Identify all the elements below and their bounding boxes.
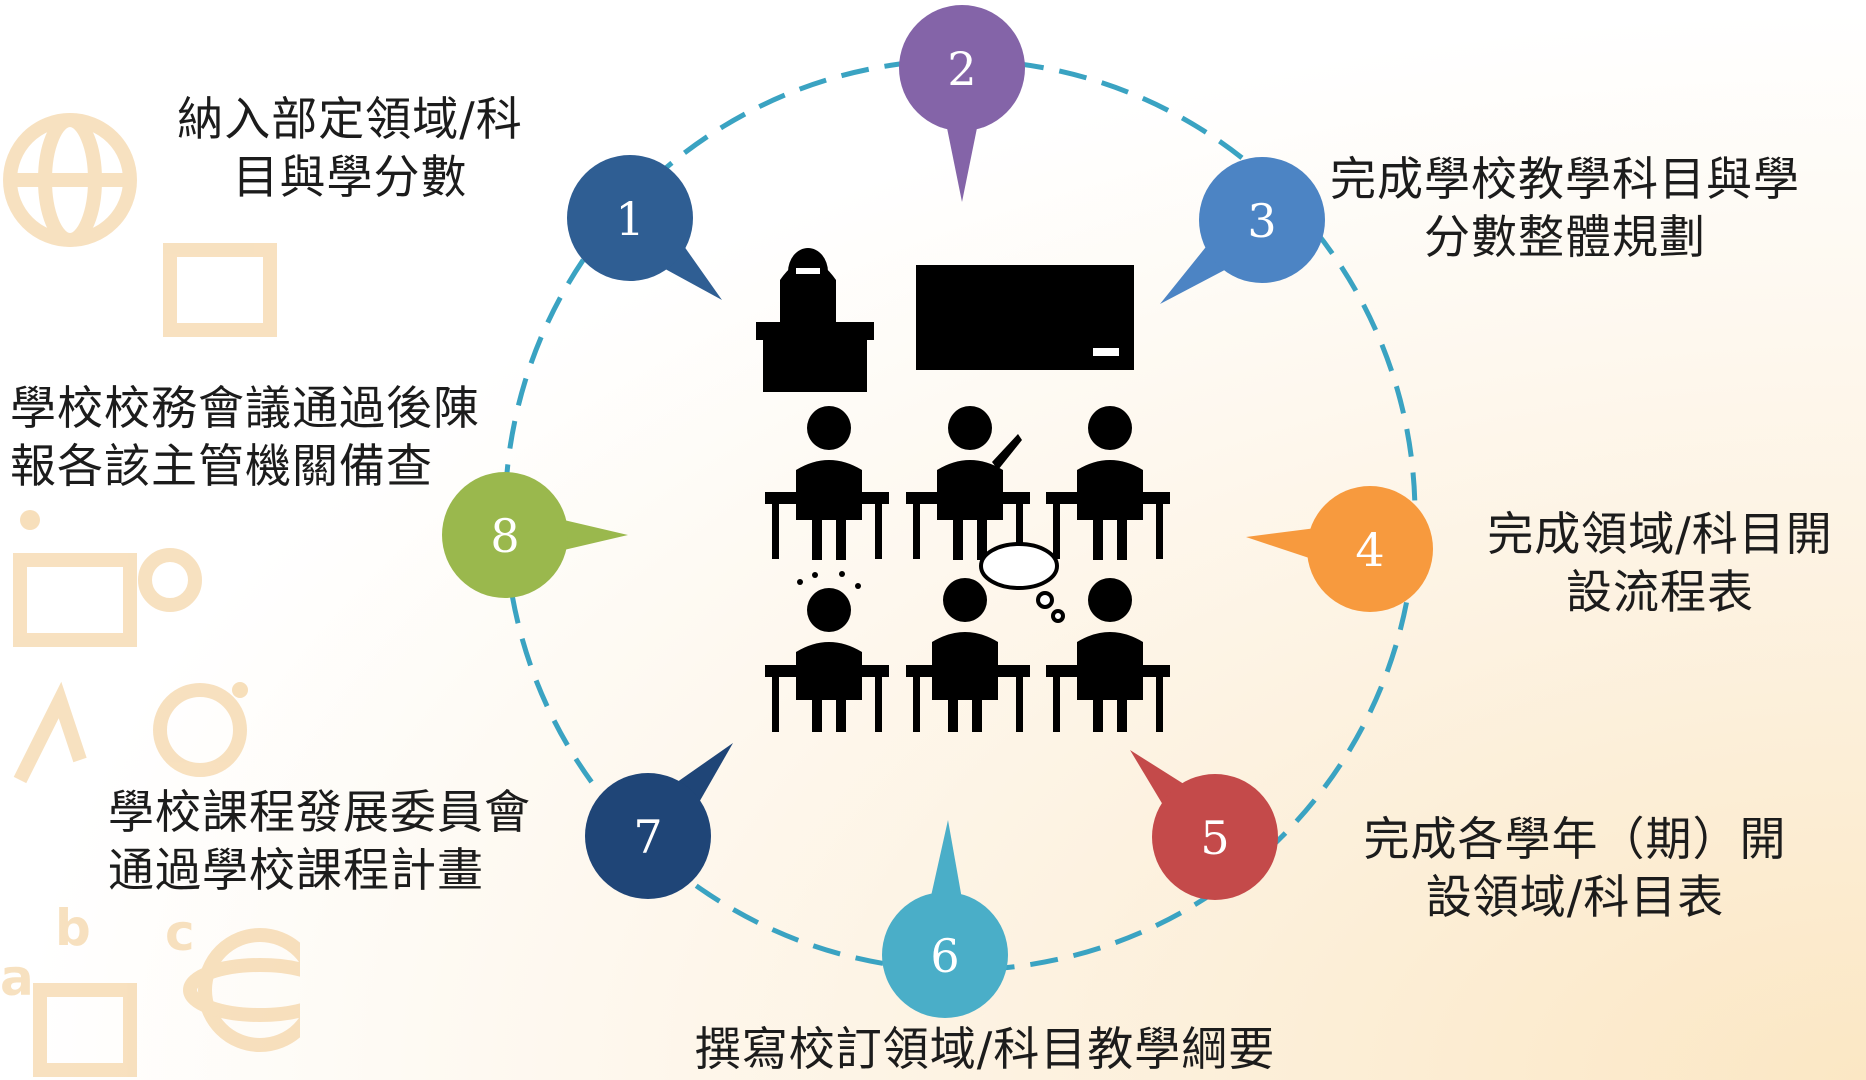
step-7-bubble: 7 bbox=[585, 743, 733, 899]
blackboard bbox=[916, 265, 1134, 370]
step-8-label-line-1: 學校校務會議通過後陳 bbox=[10, 381, 480, 435]
step-4-bubble-tail bbox=[1246, 527, 1322, 561]
step-5-circle bbox=[1152, 774, 1278, 900]
step-1-label: 納入部定領域/科 目與學分數 bbox=[140, 90, 560, 206]
decor-letter-a: a bbox=[0, 949, 34, 1007]
step-8-bubble: 8 bbox=[442, 472, 628, 598]
step-5-label-line-2: 設領域/科目表 bbox=[1425, 870, 1725, 924]
teacher-figure bbox=[756, 248, 874, 392]
step-7-circle bbox=[585, 773, 711, 899]
step-8-bubble-tail bbox=[555, 518, 628, 552]
step-bubbles: 1 2 3 4 5 6 7 8 bbox=[442, 5, 1433, 1018]
step-1-label-line-2: 目與學分數 bbox=[232, 150, 468, 204]
classroom-icon bbox=[756, 248, 1170, 732]
step-3-circle bbox=[1199, 157, 1325, 283]
step-5-number: 5 bbox=[1200, 811, 1229, 865]
step-8-number: 8 bbox=[490, 509, 519, 563]
decor-letter-b: b bbox=[55, 899, 91, 957]
step-6-number: 6 bbox=[930, 929, 959, 983]
step-4-circle bbox=[1307, 486, 1433, 612]
step-3-bubble: 3 bbox=[1160, 157, 1325, 304]
step-2-number: 2 bbox=[947, 42, 976, 96]
students-row-2 bbox=[765, 571, 1170, 732]
step-1-bubble: 1 bbox=[567, 155, 722, 300]
step-5-label: 完成各學年（期）開 設領域/科目表 bbox=[1325, 810, 1825, 926]
step-3-number: 3 bbox=[1247, 194, 1276, 248]
step-6-bubble: 6 bbox=[882, 820, 1008, 1018]
step-8-label-line-2: 報各該主管機關備查 bbox=[10, 439, 433, 493]
step-8-circle bbox=[442, 472, 568, 598]
step-8-label: 學校校務會議通過後陳 報各該主管機關備查 bbox=[10, 379, 510, 495]
step-6-bubble-tail bbox=[929, 820, 963, 905]
step-3-label-line-1: 完成學校教學科目與學 bbox=[1330, 152, 1800, 206]
step-6-circle bbox=[882, 892, 1008, 1018]
step-1-circle bbox=[567, 155, 693, 281]
step-5-bubble: 5 bbox=[1130, 750, 1278, 900]
step-4-bubble: 4 bbox=[1246, 486, 1433, 612]
step-7-label-line-2: 通過學校課程計畫 bbox=[108, 843, 484, 897]
step-4-label-line-2: 設流程表 bbox=[1566, 565, 1754, 619]
step-6-label: 撰寫校訂領域/科目教學綱要 bbox=[620, 1020, 1350, 1078]
step-1-label-line-1: 納入部定領域/科 bbox=[177, 92, 523, 146]
decor-letter-c: c bbox=[165, 904, 195, 962]
step-2-bubble-tail bbox=[945, 118, 979, 202]
thought-bubble bbox=[979, 542, 1065, 623]
background-education-doodles: b c a bbox=[0, 113, 300, 1077]
step-4-number: 4 bbox=[1355, 523, 1384, 577]
step-5-label-line-1: 完成各學年（期）開 bbox=[1363, 812, 1787, 866]
step-7-label-line-1: 學校課程發展委員會 bbox=[108, 785, 531, 839]
students-row-1 bbox=[765, 406, 1170, 560]
step-4-label: 完成領域/科目開 設流程表 bbox=[1460, 505, 1860, 621]
step-3-label-line-2: 分數整體規劃 bbox=[1424, 210, 1706, 264]
step-3-label: 完成學校教學科目與學 分數整體規劃 bbox=[1310, 150, 1820, 266]
step-7-number: 7 bbox=[633, 810, 662, 864]
step-1-number: 1 bbox=[615, 192, 644, 246]
step-2-bubble: 2 bbox=[899, 5, 1025, 202]
step-4-label-line-1: 完成領域/科目開 bbox=[1487, 507, 1833, 561]
step-7-label: 學校課程發展委員會 通過學校課程計畫 bbox=[108, 783, 568, 899]
step-6-label-line-1: 撰寫校訂領域/科目教學綱要 bbox=[694, 1022, 1276, 1076]
step-2-circle bbox=[899, 5, 1025, 131]
